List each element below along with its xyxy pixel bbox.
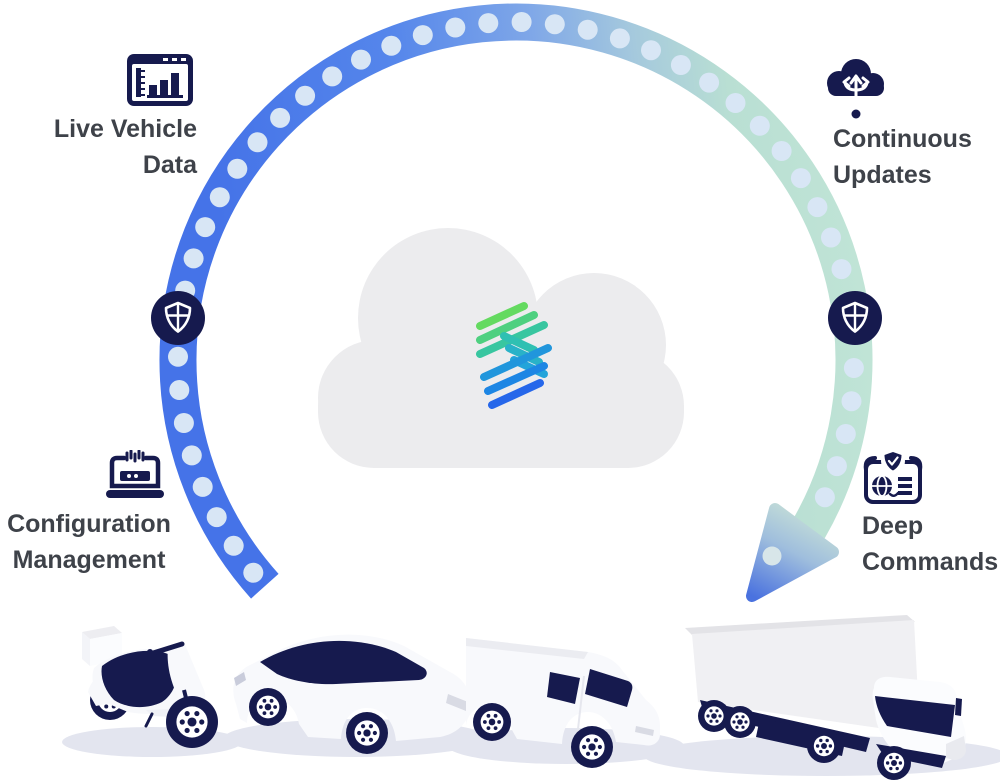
cloud-icon xyxy=(318,228,684,468)
label-line: Configuration xyxy=(7,510,171,538)
label-line: Live Vehicle xyxy=(53,115,197,143)
label-line: Continuous xyxy=(833,125,972,153)
label-deep-commands: Deep Commands xyxy=(862,508,998,580)
label-line: Data xyxy=(142,151,197,179)
chart-window-icon xyxy=(127,54,193,106)
shield-badge-right xyxy=(828,291,882,345)
laptop-terminal-icon xyxy=(106,450,164,498)
label-line: Deep xyxy=(862,512,924,540)
label-line: Management xyxy=(12,546,166,574)
vehicle-delivery-van xyxy=(448,638,684,768)
label-line: Updates xyxy=(833,161,932,189)
stripe-s-logo xyxy=(476,302,552,409)
label-live-vehicle-data: Live Vehicle Data xyxy=(54,111,197,183)
label-continuous-updates: Continuous Updates xyxy=(833,121,972,193)
vehicle-sedan-car xyxy=(224,634,488,757)
label-line: Commands xyxy=(862,548,999,576)
cloud-route-icon xyxy=(827,59,884,119)
vehicle-semi-truck xyxy=(644,615,1000,780)
document-globe-shield-icon xyxy=(863,449,923,504)
shield-badge-left xyxy=(151,291,205,345)
label-configuration-management: Configuration Management xyxy=(0,506,178,578)
vehicle-scooter xyxy=(62,626,242,757)
ring-dots xyxy=(168,12,864,583)
